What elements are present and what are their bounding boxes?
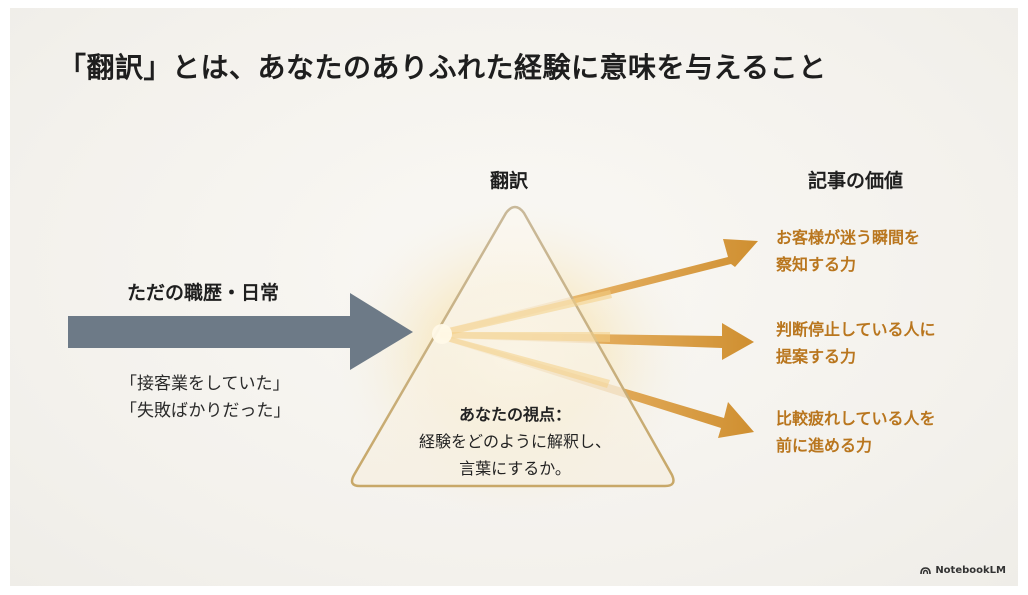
input-quotes: 「接客業をしていた」 「失敗ばかりだった」 [120, 371, 290, 425]
output-item-2-line-2: 提案する力 [776, 347, 857, 366]
output-item-2: 判断停止している人に 提案する力 [776, 316, 936, 370]
input-quote-1: 「接客業をしていた」 [120, 374, 290, 394]
inner-beam-3 [440, 334, 610, 388]
prism-triangle [350, 205, 675, 488]
input-heading: ただの職歴・日常 [127, 282, 280, 304]
page-title: 「翻訳」とは、あなたのありふれた経験に意味を与えること [58, 51, 827, 84]
output-item-3: 比較疲れしている人を 前に進める力 [776, 405, 936, 459]
input-quote-2: 「失敗ばかりだった」 [120, 401, 291, 421]
prism-line-1: あなたの視点： [458, 405, 571, 424]
output-item-1-line-2: 察知する力 [776, 255, 857, 274]
inner-beam-2 [440, 332, 610, 342]
output-item-2-line-1: 判断停止している人に [776, 320, 936, 339]
output-item-1: お客様が迷う瞬間を 察知する力 [776, 224, 920, 278]
output-item-3-line-2: 前に進める力 [776, 436, 873, 455]
prism-line-3: 言葉にするか。 [459, 459, 571, 478]
notebooklm-icon [920, 567, 932, 575]
notebooklm-badge: NotebookLM [920, 565, 1006, 576]
input-arrow [68, 293, 413, 370]
diagram-art [68, 193, 758, 523]
brand-text: NotebookLM [935, 565, 1006, 576]
outputs-heading: 記事の価値 [808, 170, 904, 192]
inner-beam-1 [440, 290, 612, 337]
slide: 「翻訳」とは、あなたのありふれた経験に意味を与えること [10, 8, 1018, 586]
prism-description: あなたの視点： 経験をどのように解釈し、 言葉にするか。 [405, 401, 625, 482]
prism-line-2: 経験をどのように解釈し、 [418, 432, 611, 451]
output-item-3-line-1: 比較疲れしている人を [776, 409, 936, 428]
prism-heading: 翻訳 [490, 170, 529, 192]
output-item-1-line-1: お客様が迷う瞬間を [776, 228, 921, 247]
light-entry-point [432, 324, 452, 344]
